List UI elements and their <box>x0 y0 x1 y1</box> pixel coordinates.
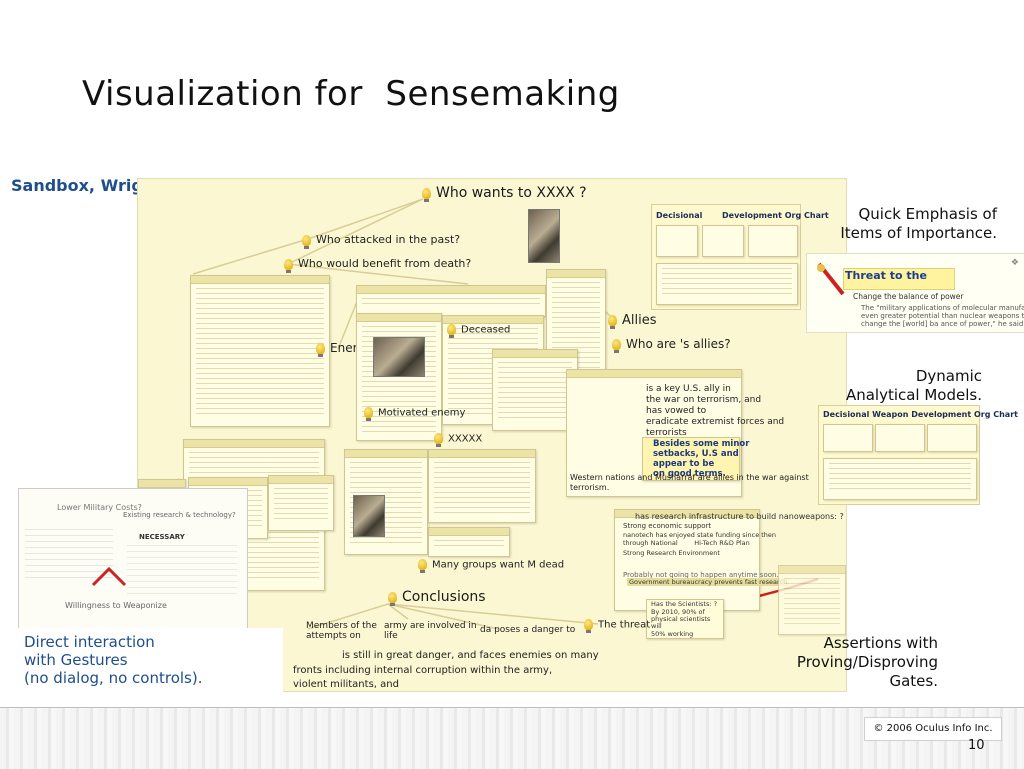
evidence-card[interactable] <box>268 475 334 531</box>
gate-working-text: 50% working <box>651 630 694 638</box>
dynamic-models-label: Dynamic Analytical Models. <box>845 367 982 404</box>
evidence-card[interactable] <box>428 449 536 523</box>
scientists-gate-card[interactable] <box>646 599 724 639</box>
key-ally-text: is a key U.S. ally in the war on terrori… <box>646 384 785 438</box>
portrait-photo[interactable] <box>528 209 560 263</box>
node-xxxxx[interactable]: XXXXX <box>434 433 482 447</box>
gesture-text-lines <box>25 529 113 579</box>
gate-scientists-text: Has the Scientists: ? <box>651 600 718 608</box>
lightbulb-icon <box>364 407 373 421</box>
lightbulb-icon <box>422 187 431 202</box>
faded-gate-card[interactable] <box>778 565 846 635</box>
node-conclusions[interactable]: Conclusions <box>388 589 486 606</box>
assertion-highlight[interactable] <box>642 437 740 481</box>
threat-highlight <box>843 268 955 290</box>
org-node[interactable] <box>656 225 698 257</box>
sandbox-canvas[interactable]: Who wants to XXXX ? Who attacked in the … <box>137 178 847 692</box>
org-chart-development: Development Org Chart <box>722 211 829 220</box>
direct-interaction-label: Direct interaction with Gestures (no dia… <box>24 633 203 687</box>
node-many-groups[interactable]: Many groups want M dead <box>418 559 564 573</box>
lower-costs-label: Lower Military Costs? <box>57 503 142 512</box>
slide-title: Visualization for Sensemaking <box>82 74 620 114</box>
lightbulb-icon <box>418 559 427 573</box>
org-node[interactable] <box>823 458 977 500</box>
lightbulb-icon <box>447 324 456 338</box>
gesture-panel[interactable]: Lower Military Costs? Existing research … <box>18 488 248 630</box>
node-motivated-enemy[interactable]: Motivated enemy <box>364 407 465 421</box>
node-who-wants[interactable]: Who wants to XXXX ? <box>422 185 587 202</box>
lightbulb-icon <box>434 433 443 447</box>
gate-probably-not-text: Probably not going to happen anytime soo… <box>623 571 779 579</box>
gesture-chevron-icon <box>91 566 127 587</box>
weapon-org-chart-panel[interactable]: Decisional Weapon Development Org Chart <box>818 405 1018 505</box>
gate-nano-text: has research infrastructure to build nan… <box>635 512 844 521</box>
node-who-attacked[interactable]: Who attacked in the past? <box>302 233 460 249</box>
evidence-photo[interactable] <box>373 337 425 377</box>
node-allies[interactable]: Allies <box>608 313 657 329</box>
org-node[interactable] <box>748 225 798 257</box>
lightbulb-icon <box>608 315 617 329</box>
direct-interaction-box <box>15 628 283 712</box>
node-the-threat[interactable]: The threat <box>584 619 650 633</box>
quote-text: The "military applications of molecular … <box>861 304 1024 328</box>
node-who-allies[interactable]: Who are 's allies? <box>612 337 731 353</box>
army-text: army are involved in life <box>384 621 477 641</box>
setbacks-text: Besides some minor setbacks, U.S and app… <box>653 439 750 479</box>
node-deceased[interactable]: Deceased <box>447 324 510 338</box>
org-node[interactable] <box>875 424 925 452</box>
threat-label: Threat to the <box>845 269 927 282</box>
org-node[interactable] <box>656 263 798 305</box>
gesture-text-lines <box>127 545 237 595</box>
violent-text: violent militants, and <box>293 679 399 690</box>
quick-emphasis-label: Quick Emphasis of Items of Importance. <box>840 205 997 242</box>
lightbulb-icon <box>302 234 311 249</box>
evidence-photo[interactable] <box>353 495 385 537</box>
fronts-text: fronts including internal corruption wit… <box>293 665 553 676</box>
gate-research-text: Strong Research Environment <box>623 549 720 557</box>
lightbulb-icon <box>612 339 621 353</box>
evidence-card[interactable] <box>190 275 330 427</box>
org-chart-panel[interactable]: Decisional Development Org Chart <box>651 204 829 310</box>
lightbulb-icon <box>316 343 325 357</box>
existing-research-label: Existing research & technology? <box>123 511 236 519</box>
slide-footer <box>0 707 1024 769</box>
lightbulb-icon <box>584 619 593 633</box>
members-text: Members of the attempts on <box>306 621 377 641</box>
options-icon[interactable]: ❖ <box>1010 258 1019 268</box>
lightbulb-icon <box>284 258 293 273</box>
emphasis-stroke-icon <box>817 262 845 296</box>
quick-emphasis-panel[interactable]: Threat to the Change the balance of powe… <box>806 253 1024 333</box>
note-card[interactable] <box>356 285 546 317</box>
gate-bureaucracy-text: Government bureaucracy prevents fast res… <box>627 578 790 586</box>
gate-card[interactable] <box>614 509 760 611</box>
page-number: 10 <box>968 738 985 753</box>
necessary-label: NECESSARY <box>139 533 185 541</box>
org-node[interactable] <box>823 424 873 452</box>
org-chart-decisional: Decisional <box>656 211 703 220</box>
western-nations-text: Western nations and Musharraf are allies… <box>570 473 809 492</box>
gate-2010-text: By 2010, 90% of physical scientists will <box>651 608 711 630</box>
weapon-chart-title: Decisional Weapon Development Org Chart <box>823 410 1018 419</box>
lightbulb-icon <box>388 591 397 606</box>
willingness-label: Willingness to Weaponize <box>65 601 167 610</box>
gate-econ-text: Strong economic support <box>623 522 712 530</box>
danger-text: da poses a danger to <box>480 625 576 635</box>
balance-label: Change the balance of power <box>853 292 964 301</box>
assertions-label: Assertions with Proving/Disproving Gates… <box>796 634 938 690</box>
evidence-card[interactable] <box>492 349 578 431</box>
org-node[interactable] <box>702 225 744 257</box>
evidence-card[interactable] <box>356 313 442 441</box>
gate-funding-text: nanotech has enjoyed state funding since… <box>623 531 777 547</box>
note-card[interactable] <box>428 527 510 557</box>
node-who-benefit[interactable]: Who would benefit from death? <box>284 257 471 273</box>
great-danger-text: is still in great danger, and faces enem… <box>342 650 599 661</box>
copyright-notice: © 2006 Oculus Info Inc. <box>864 717 1002 741</box>
org-node[interactable] <box>927 424 977 452</box>
